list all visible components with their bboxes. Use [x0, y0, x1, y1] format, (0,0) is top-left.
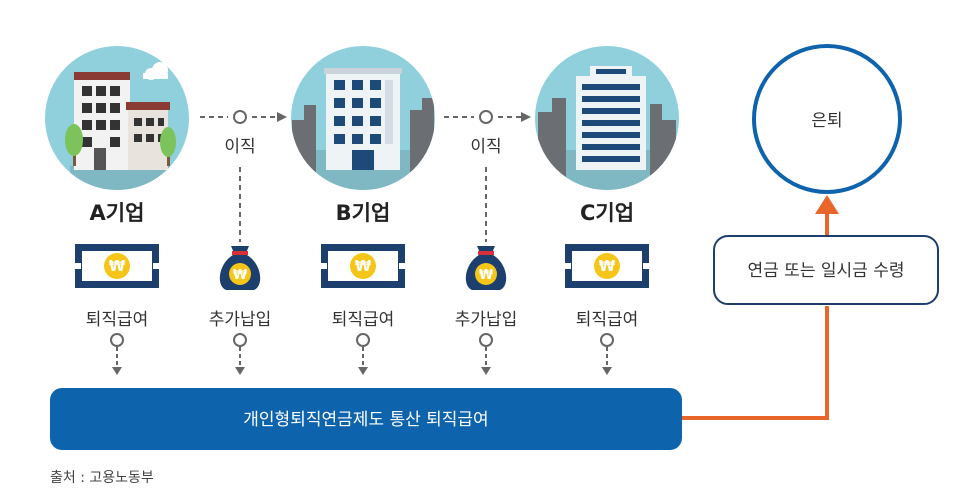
company-a-label: A기업 [90, 201, 145, 225]
transfer-label-1: 이직 [224, 137, 255, 157]
benefit-label-b: 퇴직급여 [332, 310, 395, 330]
benefit-label-a: 퇴직급여 [86, 310, 149, 330]
svg-text:₩: ₩ [233, 268, 248, 283]
company-b-building-icon [291, 46, 435, 190]
transfer-label-2: 이직 [470, 137, 501, 157]
retirement-label: 은퇴 [811, 111, 842, 131]
benefit-label-c: 퇴직급여 [576, 310, 639, 330]
company-c-building-icon [535, 46, 679, 190]
irp-total-bar [50, 388, 682, 450]
money-bag-icon-2: ₩ [465, 246, 507, 290]
transfer-arrow-1 [200, 110, 287, 242]
retirement-circle [752, 44, 902, 194]
money-bag-icon-1: ₩ [219, 246, 261, 290]
banknote-icon-a: ₩ [75, 244, 159, 288]
source-note: 출처 : 고용노동부 [50, 470, 154, 486]
payout-flow-arrow [682, 195, 839, 420]
banknote-icon-b: ₩ [321, 244, 405, 288]
company-c-label: C기업 [580, 201, 634, 225]
down-connectors [110, 333, 614, 375]
banknote-icon-c: ₩ [565, 244, 649, 288]
payout-box [713, 235, 939, 305]
company-b-label: B기업 [336, 201, 391, 225]
transfer-arrow-2 [444, 110, 531, 242]
company-a-building-icon [45, 46, 189, 190]
svg-text:₩: ₩ [109, 257, 126, 275]
payout-label: 연금 또는 일시금 수령 [748, 261, 905, 281]
deposit-label-2: 추가납입 [455, 310, 518, 330]
svg-text:₩: ₩ [599, 257, 616, 275]
svg-text:₩: ₩ [479, 268, 494, 283]
irp-total-label: 개인형퇴직연금제도 통산 퇴직급여 [243, 410, 488, 430]
svg-text:₩: ₩ [355, 257, 372, 275]
deposit-label-1: 추가납입 [209, 310, 272, 330]
